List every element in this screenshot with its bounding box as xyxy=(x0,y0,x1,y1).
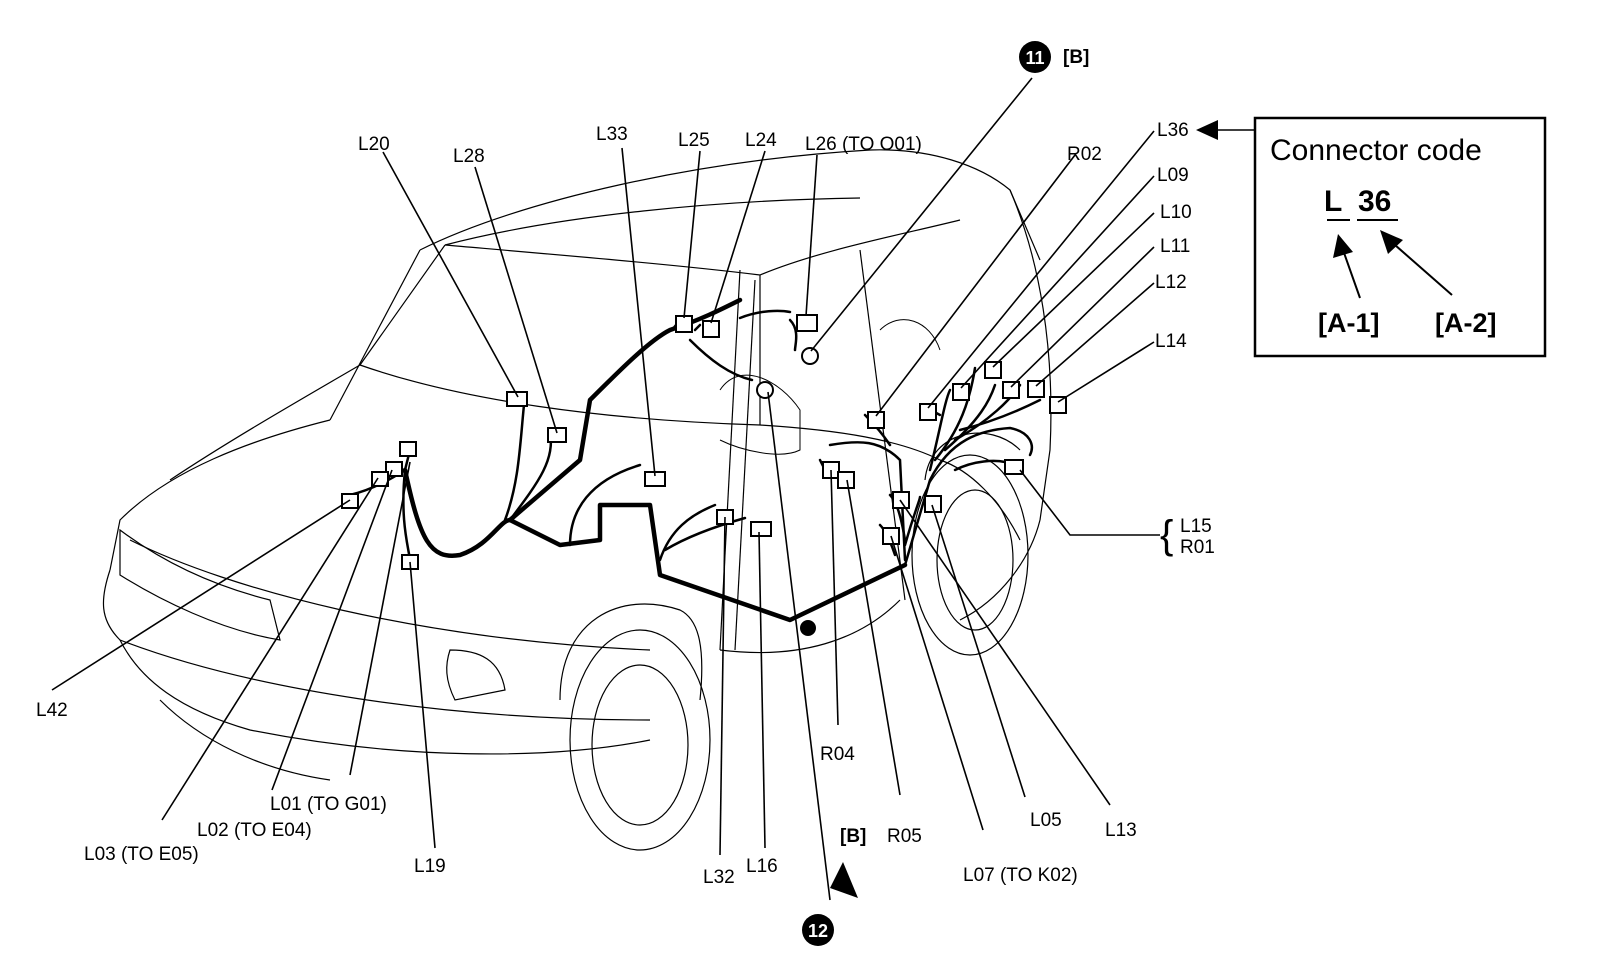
label-L07: L07 (TO K02) xyxy=(963,865,1078,886)
legend-title: Connector code xyxy=(1270,134,1482,167)
connector-code-legend: Connector code L 36 [A-1] [A-2] xyxy=(1196,116,1547,358)
label-L28: L28 xyxy=(453,146,485,167)
label-L10: L10 xyxy=(1160,202,1192,223)
label-L36: L36 xyxy=(1157,120,1189,141)
reference-top: 11 [B] xyxy=(1019,41,1089,73)
label-L12: L12 xyxy=(1155,272,1187,293)
reference-marker-12 xyxy=(802,914,834,946)
label-L16: L16 xyxy=(746,856,778,877)
label-L19: L19 xyxy=(414,856,446,877)
label-L26: L26 (TO O01) xyxy=(805,134,922,155)
label-L05: L05 xyxy=(1030,810,1062,831)
reference-tag-top: [B] xyxy=(1063,47,1089,68)
label-L14: L14 xyxy=(1155,331,1187,352)
legend-code-number: 36 xyxy=(1358,185,1391,218)
leader-lines xyxy=(51,77,1160,901)
label-L02: L02 (TO E04) xyxy=(197,820,312,841)
label-R01: R01 xyxy=(1180,537,1215,558)
legend-part-a1: [A-1] xyxy=(1318,308,1380,338)
brace-icon: { xyxy=(1160,513,1173,557)
label-L09: L09 xyxy=(1157,165,1189,186)
label-L15: L15 xyxy=(1180,516,1212,537)
reference-marker-11 xyxy=(1019,41,1051,73)
label-L01: L01 (TO G01) xyxy=(270,794,387,815)
label-R02: R02 xyxy=(1067,144,1102,165)
connectors xyxy=(341,314,1067,636)
label-L25: L25 xyxy=(678,130,710,151)
reference-bottom: 12 xyxy=(802,862,858,946)
label-L42: L42 xyxy=(36,700,68,721)
reference-number-11: 11 xyxy=(1025,48,1044,68)
label-L03: L03 (TO E05) xyxy=(84,844,199,865)
label-L24: L24 xyxy=(745,130,777,151)
connector-labels: L20 L28 L33 L25 L24 L26 (TO O01) R02 L36… xyxy=(36,120,1215,888)
vehicle-outline xyxy=(102,149,1052,851)
legend-part-a2: [A-2] xyxy=(1435,308,1497,338)
label-L20: L20 xyxy=(358,134,390,155)
label-L13: L13 xyxy=(1105,820,1137,841)
legend-code-letter: L xyxy=(1324,185,1342,218)
reference-number-12: 12 xyxy=(808,921,828,941)
label-L11: L11 xyxy=(1160,236,1190,257)
label-B-bottom: [B] xyxy=(840,826,866,847)
label-L33: L33 xyxy=(596,124,628,145)
label-L32: L32 xyxy=(703,867,735,888)
label-R04: R04 xyxy=(820,744,855,765)
wiring-harness xyxy=(348,297,1042,623)
label-R05: R05 xyxy=(887,826,922,847)
